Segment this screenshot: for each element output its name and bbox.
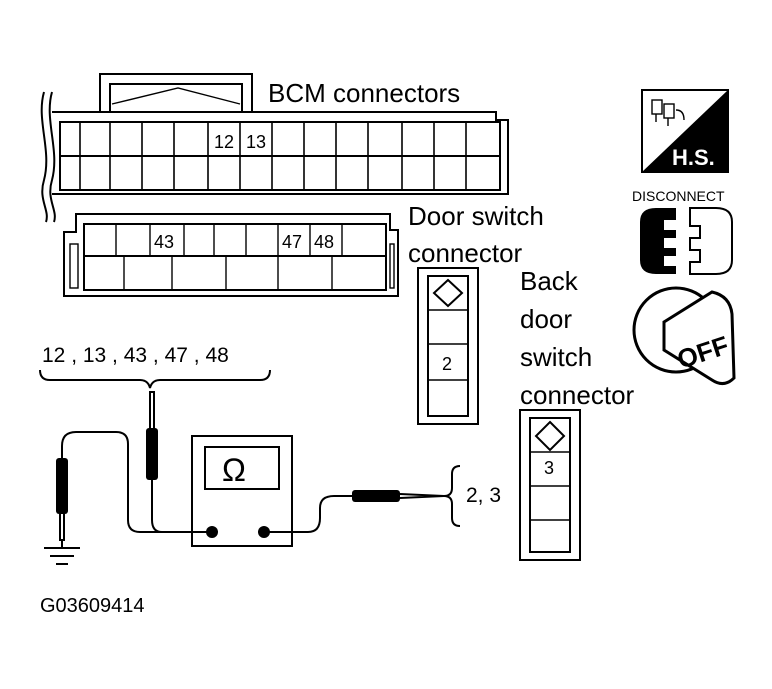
ohmmeter: Ω: [191, 435, 293, 547]
bcm-pin-13-label: 13: [246, 132, 266, 152]
back-door-label-line3: switch: [520, 342, 592, 372]
door-switch-connector: 2: [417, 267, 479, 425]
test-leads: [44, 391, 445, 565]
disconnect-icon: [640, 207, 733, 275]
back-door-label-line4: connector: [520, 380, 635, 410]
test-probe-bcm: [146, 428, 158, 480]
back-door-label-line2: door: [520, 304, 572, 334]
bcm-connectors-label: BCM connectors: [268, 78, 460, 108]
disconnect-label: DISCONNECT: [632, 188, 725, 204]
terminals-brace: [39, 369, 271, 389]
bcm-pin-47-label: 47: [282, 232, 302, 252]
bcm-lower-connector: 43 47 48: [63, 213, 399, 297]
door-switch-label-line2: connector: [408, 238, 523, 268]
back-door-pin-3-label: 3: [544, 458, 554, 478]
door-switch-pin-2-label: 2: [442, 354, 452, 374]
bcm-pin-48-label: 48: [314, 232, 334, 252]
door-switch-label-line1: Door switch: [408, 201, 544, 231]
switch-terminals-label: 2, 3: [466, 484, 501, 507]
test-probe-ground: [56, 458, 68, 514]
ignition-off-icon: OFF: [632, 286, 736, 385]
hs-icon: H.S.: [641, 89, 729, 173]
back-door-label-line1: Back: [520, 266, 579, 296]
ground-icon: [44, 540, 80, 565]
figure-code: G03609414: [40, 595, 145, 617]
switch-terminals-brace: [443, 465, 461, 527]
back-door-switch-connector: 3: [519, 409, 581, 561]
test-probe-switch: [352, 490, 400, 502]
bcm-upper-connector: 12 13: [40, 73, 509, 223]
ohm-symbol: Ω: [222, 452, 246, 488]
hs-icon-text: H.S.: [672, 145, 715, 170]
bcm-terminals-label: 12 , 13 , 43 , 47 , 48: [42, 344, 229, 367]
bcm-pin-43-label: 43: [154, 232, 174, 252]
bcm-pin-12-label: 12: [214, 132, 234, 152]
